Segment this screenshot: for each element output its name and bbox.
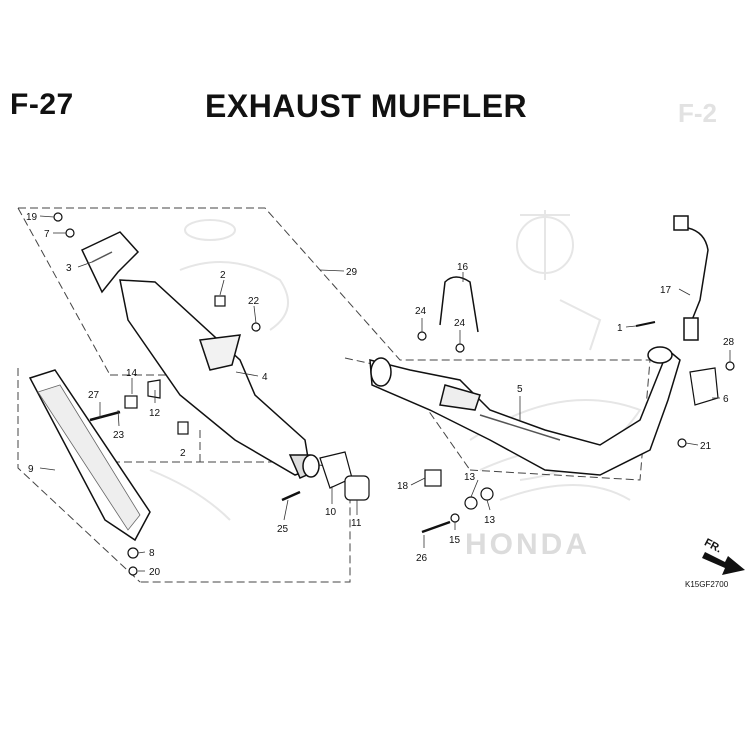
bracket-3	[80, 231, 140, 294]
muffler-body-4	[119, 279, 320, 479]
direction-arrow	[702, 552, 745, 575]
callout-13b: 13	[484, 515, 496, 526]
background-ghost-parts	[149, 210, 642, 521]
callout-2a: 2	[220, 270, 226, 281]
callout-labels: 19 7 3 2 22 29 4 14 27 12 23 2 9 8 20 10…	[26, 212, 735, 578]
callout-16: 16	[457, 262, 469, 273]
callout-3: 3	[66, 263, 72, 274]
oxygen-sensor-17	[673, 215, 709, 341]
callout-27: 27	[88, 390, 100, 401]
leader-lines	[39, 215, 731, 572]
callout-12: 12	[149, 408, 161, 419]
callout-23: 23	[113, 430, 125, 441]
callout-9: 9	[28, 464, 34, 475]
callout-15: 15	[449, 535, 461, 546]
callout-24b: 24	[454, 318, 466, 329]
callout-26: 26	[416, 553, 428, 564]
honda-watermark: HONDA	[465, 528, 590, 561]
group-outline-lines	[17, 207, 651, 583]
callout-5: 5	[517, 384, 523, 395]
callout-25: 25	[277, 524, 289, 535]
callout-20: 20	[149, 567, 161, 578]
reference-code: K15GF2700	[685, 580, 729, 589]
callout-29: 29	[346, 267, 358, 278]
callout-19: 19	[26, 212, 38, 223]
muffler-protector-9	[28, 369, 151, 542]
callout-8: 8	[149, 548, 155, 559]
callout-28: 28	[723, 337, 735, 348]
bracket-16	[439, 276, 479, 333]
page-code: F-27	[10, 88, 74, 121]
page-title: EXHAUST MUFFLER	[205, 88, 528, 124]
callout-1: 1	[617, 323, 623, 334]
exhaust-pipe-5	[369, 346, 681, 476]
callout-21: 21	[700, 441, 712, 452]
callout-11: 11	[351, 518, 362, 529]
callout-18: 18	[397, 481, 409, 492]
callout-7: 7	[44, 229, 50, 240]
callout-6: 6	[723, 394, 729, 405]
callout-17: 17	[660, 285, 672, 296]
callout-10: 10	[325, 507, 337, 518]
ghost-page-code: F-2	[678, 98, 717, 128]
small-fasteners	[53, 212, 735, 576]
callout-2b: 2	[180, 448, 186, 459]
callout-4: 4	[262, 372, 268, 383]
callout-14: 14	[126, 368, 138, 379]
callout-13a: 13	[464, 472, 476, 483]
callout-22: 22	[248, 296, 260, 307]
callout-24a: 24	[415, 306, 427, 317]
